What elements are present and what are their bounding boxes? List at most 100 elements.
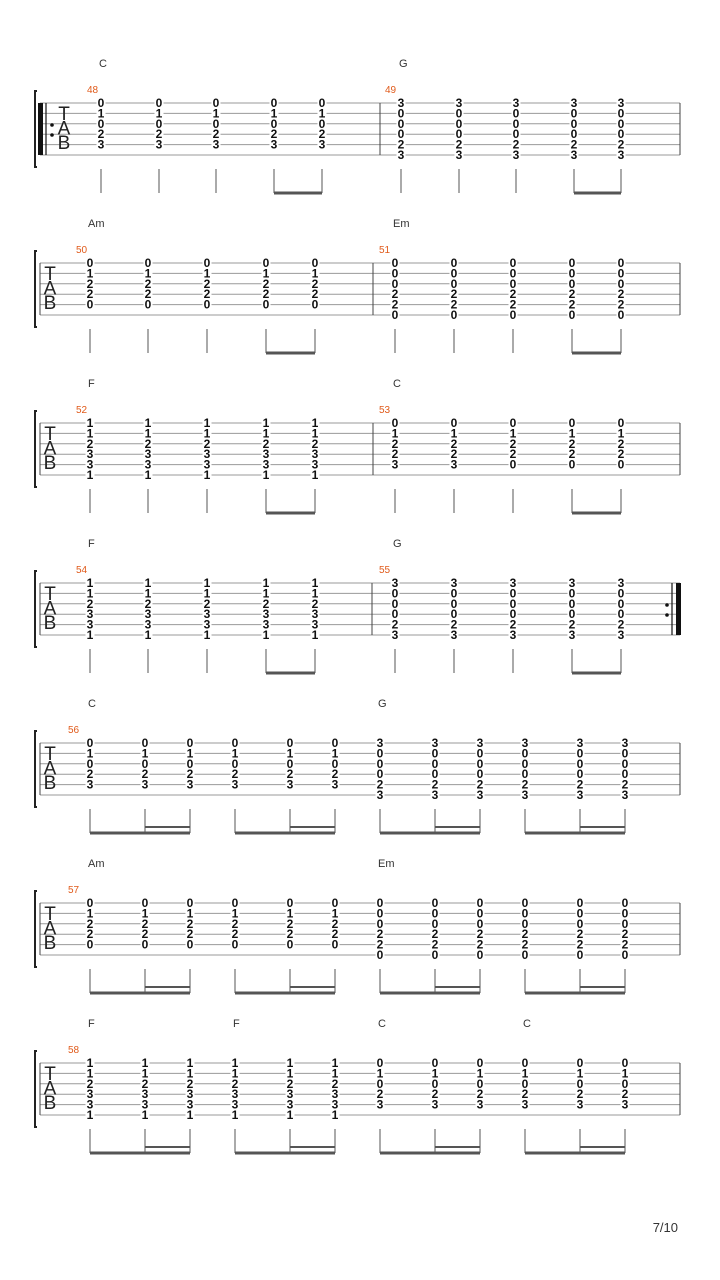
fret-number: 2	[187, 767, 194, 781]
fret-bg	[261, 470, 271, 480]
fret-number: 3	[477, 788, 484, 802]
fret-number: 0	[622, 1056, 629, 1070]
fret-bg	[140, 1110, 150, 1120]
fret-number: 0	[522, 746, 529, 760]
fret-bg	[475, 758, 485, 769]
fret-number: 2	[577, 1087, 584, 1101]
fret-number: 1	[142, 746, 149, 760]
fret-number: 1	[312, 416, 319, 430]
fret-bg	[154, 139, 164, 150]
fret-number: 0	[392, 277, 399, 291]
fret-bg	[616, 98, 626, 108]
fret-number: 0	[232, 896, 239, 910]
fret-bg	[390, 588, 400, 599]
fret-number: 0	[312, 256, 319, 270]
fret-number: 3	[98, 138, 105, 152]
measure-number: 52	[76, 405, 88, 416]
chord-name: G	[378, 698, 387, 710]
fret-bg	[85, 299, 95, 310]
fret-number: 1	[287, 1108, 294, 1122]
fret-bg	[211, 108, 221, 119]
fret-bg	[330, 1068, 340, 1079]
fret-number: 0	[477, 746, 484, 760]
fret-bg	[202, 418, 212, 428]
fret-number: 0	[569, 266, 576, 280]
fret-bg	[390, 268, 400, 279]
fret-number: 1	[377, 1066, 384, 1080]
fret-number: 2	[377, 927, 384, 941]
fret-bg	[567, 438, 577, 449]
fret-number: 0	[456, 117, 463, 131]
fret-bg	[430, 908, 440, 919]
fret-number: 3	[522, 736, 529, 750]
fret-bg	[230, 1099, 240, 1110]
fret-bg	[140, 1078, 150, 1089]
fret-bg	[185, 1099, 195, 1110]
fret-bg	[449, 598, 459, 609]
fret-number: 1	[332, 1056, 339, 1070]
fret-bg	[375, 738, 385, 748]
fret-bg	[375, 769, 385, 780]
fret-number: 0	[577, 1077, 584, 1091]
fret-number: 3	[377, 788, 384, 802]
fret-number: 0	[451, 277, 458, 291]
measure-number: 54	[76, 565, 88, 576]
fret-bg	[140, 939, 150, 950]
fret-number: 2	[618, 138, 625, 152]
fret-bg	[317, 108, 327, 119]
fret-bg	[85, 908, 95, 919]
fret-number: 0	[232, 757, 239, 771]
fret-number: 0	[510, 597, 517, 611]
fret-number: 0	[618, 308, 625, 322]
fret-number: 2	[377, 938, 384, 952]
fret-bg	[396, 118, 406, 129]
fret-number: 0	[432, 757, 439, 771]
fret-bg	[211, 139, 221, 150]
fret-bg	[85, 268, 95, 279]
fret-number: 0	[263, 298, 270, 312]
fret-bg	[616, 578, 626, 588]
fret-number: 2	[477, 1087, 484, 1101]
fret-bg	[575, 929, 585, 940]
fret-bg	[285, 769, 295, 780]
fret-number: 0	[477, 1056, 484, 1070]
fret-bg	[261, 449, 271, 460]
fret-number: 1	[145, 628, 152, 642]
fret-bg	[143, 578, 153, 588]
fret-number: 0	[577, 1056, 584, 1070]
fret-number: 0	[87, 896, 94, 910]
fret-number: 0	[571, 117, 578, 131]
fret-bg	[396, 98, 406, 108]
chord-name: F	[233, 1018, 240, 1030]
fret-number: 2	[319, 127, 326, 141]
fret-number: 0	[398, 127, 405, 141]
fret-number: 2	[522, 927, 529, 941]
fret-number: 2	[522, 1087, 529, 1101]
fret-number: 0	[569, 256, 576, 270]
fret-bg	[261, 289, 271, 300]
fret-number: 0	[332, 896, 339, 910]
fret-bg	[390, 258, 400, 268]
fret-bg	[269, 98, 279, 108]
fret-bg	[430, 758, 440, 769]
fret-bg	[185, 908, 195, 919]
fret-bg	[508, 310, 518, 320]
fret-number: 0	[577, 767, 584, 781]
fret-bg	[449, 609, 459, 620]
fret-number: 2	[142, 927, 149, 941]
tab-clef-a: A	[44, 918, 57, 939]
fret-bg	[375, 1089, 385, 1100]
fret-bg	[85, 598, 95, 609]
fret-bg	[375, 748, 385, 759]
fret-number: 3	[213, 138, 220, 152]
fret-bg	[449, 258, 459, 268]
fret-bg	[508, 619, 518, 630]
fret-number: 3	[477, 1098, 484, 1112]
fret-bg	[375, 918, 385, 929]
fret-number: 1	[87, 1108, 94, 1122]
fret-bg	[430, 898, 440, 908]
fret-number: 0	[87, 938, 94, 952]
fret-number: 1	[87, 266, 94, 280]
fret-number: 2	[569, 298, 576, 312]
fret-bg	[520, 929, 530, 940]
